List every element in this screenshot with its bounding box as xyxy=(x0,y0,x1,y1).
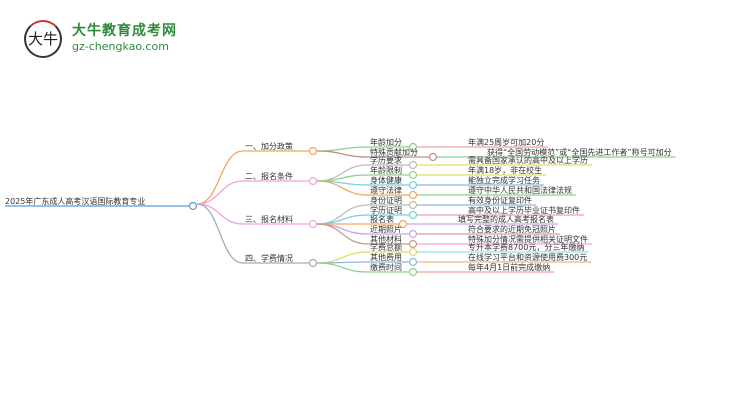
logo: 大牛 大牛教育成考网 gz-chengkao.com xyxy=(18,18,176,58)
branch-label: 四、学费情况 xyxy=(245,253,293,263)
leaf-value: 有效身份证复印件 xyxy=(468,195,532,205)
leaf-connector xyxy=(316,174,369,182)
leaf-value: 能独立完成学习任务 xyxy=(468,175,540,185)
branch-connector xyxy=(196,203,244,264)
logo-url: gz-chengkao.com xyxy=(72,40,169,53)
branch-node-circle xyxy=(308,146,318,156)
root-node-circle xyxy=(188,201,198,211)
leaf-value: 专升本学费8700元，分三年缴纳 xyxy=(468,242,584,252)
leaf-label: 报名表 xyxy=(370,214,394,224)
leaf-connector xyxy=(316,204,369,225)
branch-label: 一、加分政策 xyxy=(245,141,293,151)
leaf-node-circle xyxy=(408,267,418,277)
leaf-value: 每年4月1日前完成缴纳 xyxy=(468,262,550,272)
leaf-label: 缴费时间 xyxy=(370,262,402,272)
leaf-connector xyxy=(316,223,369,245)
leaf-label: 特殊贡献加分 xyxy=(370,147,418,157)
leaf-label: 近期照片 xyxy=(370,224,402,234)
leaf-node-circle xyxy=(408,247,418,257)
leaf-connector xyxy=(316,150,369,158)
leaf-label: 其他材料 xyxy=(370,234,402,244)
leaf-value: 高中及以上学历毕业证书复印件 xyxy=(468,205,580,215)
leaf-value: 获得“全国劳动模范”或“全国先进工作者”称号可加分 xyxy=(487,147,672,157)
root-node-label: 2025年广东成人高考汉语国际教育专业 xyxy=(5,196,145,206)
leaf-label: 身体健康 xyxy=(370,175,402,185)
leaf-label: 年龄加分 xyxy=(370,137,402,147)
logo-name: 大牛教育成考网 xyxy=(72,23,177,39)
leaf-connector xyxy=(316,146,369,152)
leaf-node-circle xyxy=(428,152,438,162)
branch-node-circle xyxy=(308,176,318,186)
leaf-node-circle xyxy=(408,210,418,220)
leaf-node-circle xyxy=(408,229,418,239)
leaf-value: 年满18岁，非在校生 xyxy=(468,165,542,175)
leaf-node-circle xyxy=(408,170,418,180)
branch-label: 二、报名条件 xyxy=(245,171,293,181)
leaf-node-circle xyxy=(408,160,418,170)
leaf-label: 遵守法律 xyxy=(370,185,402,195)
leaf-connector xyxy=(316,262,369,273)
logo-mark: 大牛 xyxy=(24,20,62,58)
leaf-node-circle xyxy=(408,257,418,267)
leaf-connector xyxy=(316,223,369,235)
branch-connector xyxy=(196,203,244,225)
leaf-label: 学历要求 xyxy=(370,155,402,165)
leaf-label: 其他费用 xyxy=(370,252,402,262)
leaf-value: 特殊加分情况需提供相关证明文件 xyxy=(468,234,588,244)
leaf-value: 符合要求的近期免冠照片 xyxy=(468,224,556,234)
leaf-label: 年龄限制 xyxy=(370,165,402,175)
leaf-connector xyxy=(316,251,369,264)
leaf-value: 年满25周岁可加20分 xyxy=(468,137,544,147)
leaf-node-circle xyxy=(408,200,418,210)
leaf-value: 遵守中华人民共和国法律法规 xyxy=(468,185,572,195)
leaf-node-circle xyxy=(408,142,418,152)
leaf-node-circle xyxy=(398,219,408,229)
leaf-value: 需具备国家承认的高中及以上学历 xyxy=(468,155,588,165)
leaf-value: 填写完整的成人高考报名表 xyxy=(458,214,554,224)
leaf-label: 学历证明 xyxy=(370,205,402,215)
branch-label: 三、报名材料 xyxy=(245,214,293,224)
leaf-node-circle xyxy=(408,239,418,249)
branch-connector xyxy=(196,180,244,205)
leaf-label: 学费总额 xyxy=(370,242,402,252)
leaf-connector xyxy=(316,180,369,196)
branch-node-circle xyxy=(308,219,318,229)
leaf-value: 在线学习平台和资源使用费300元 xyxy=(468,252,587,262)
branch-node-circle xyxy=(308,258,318,268)
leaf-connector xyxy=(316,214,369,225)
leaf-label: 身份证明 xyxy=(370,195,402,205)
leaf-node-circle xyxy=(408,190,418,200)
branch-connector xyxy=(196,150,244,205)
leaf-node-circle xyxy=(408,180,418,190)
